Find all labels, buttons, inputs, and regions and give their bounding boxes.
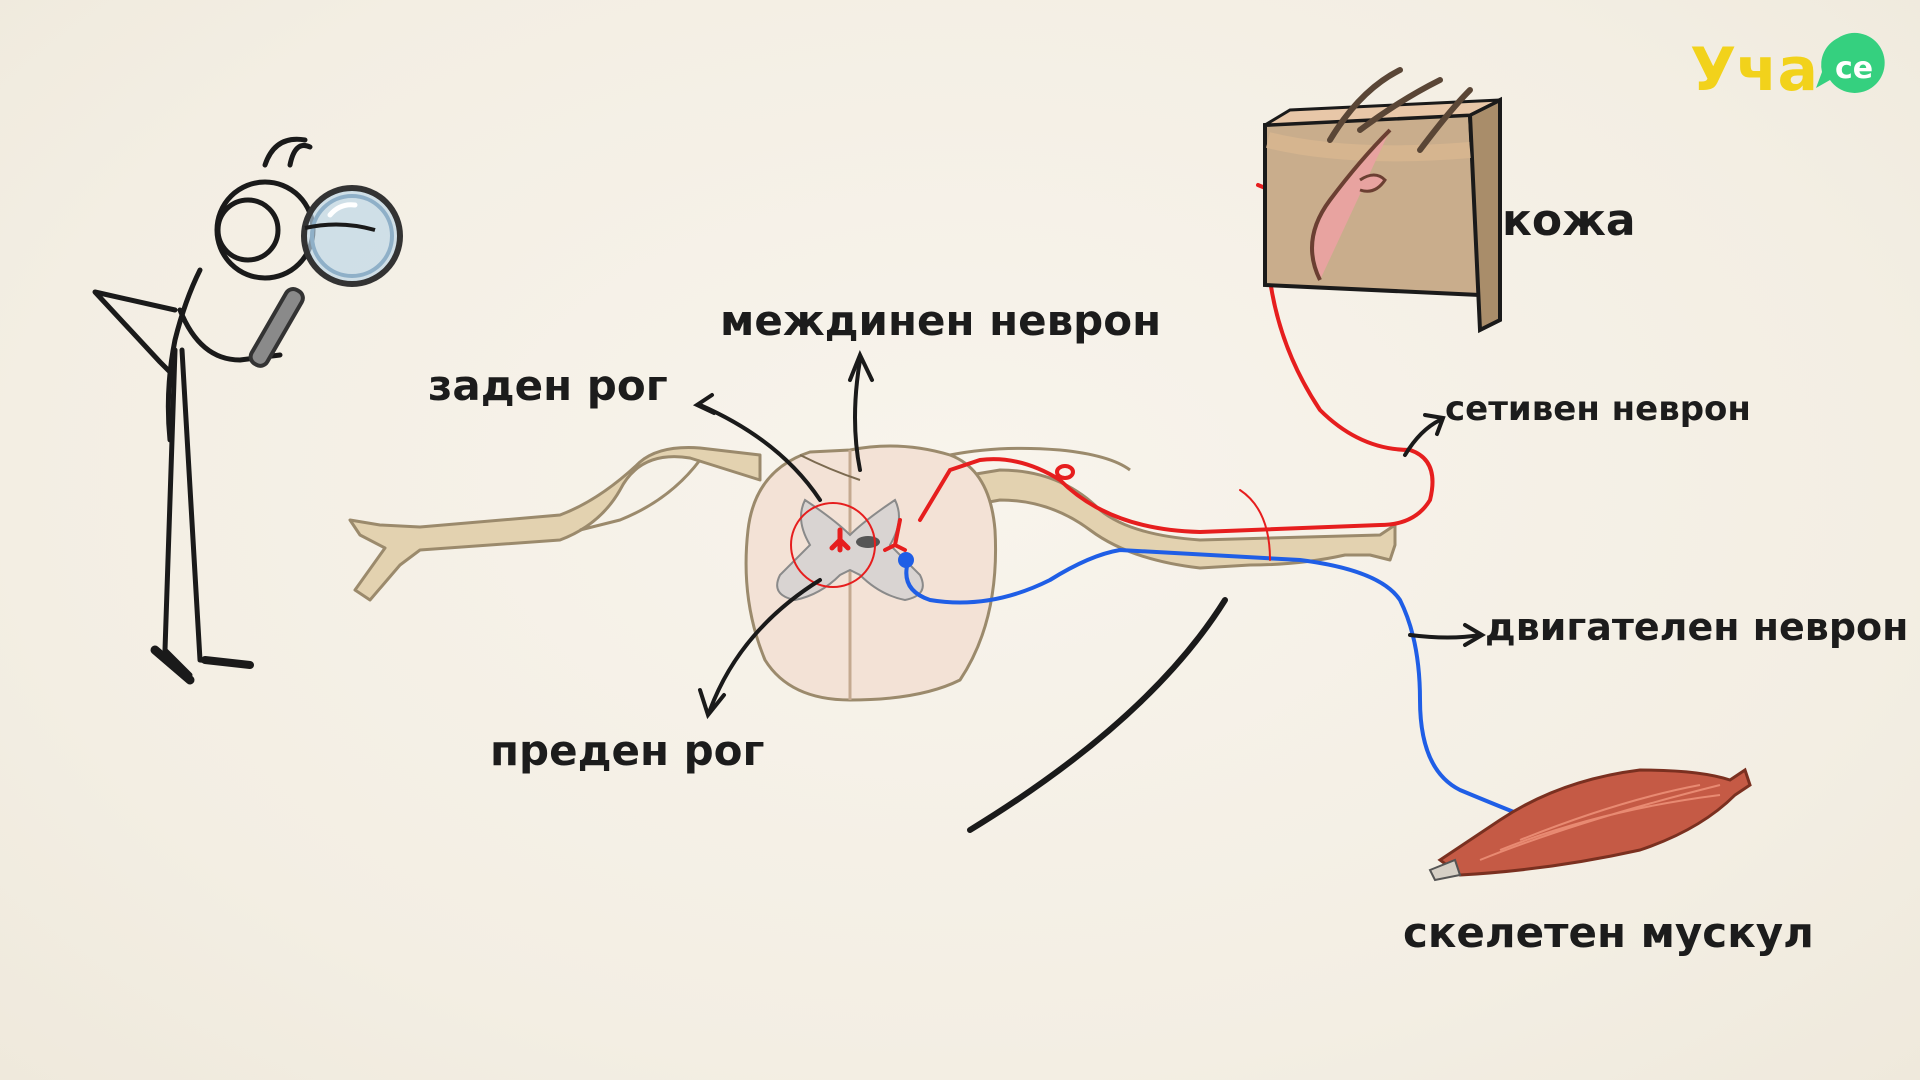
muscle-belly	[1437, 767, 1752, 877]
figure-hair	[262, 136, 313, 168]
muscle-fibers	[1479, 784, 1721, 861]
motor-axon	[904, 547, 1562, 832]
dorsal-horn-label: заден рог	[428, 361, 668, 410]
figure-arm-holding	[177, 307, 283, 363]
ventral-horn-label: преден рог	[490, 726, 764, 775]
figure-arm-on-hip	[92, 289, 178, 375]
left-nerve-branch	[579, 459, 702, 532]
motor-label-arrowhead	[1463, 623, 1486, 647]
red-bracket	[1239, 489, 1271, 561]
interneuron-label: междинен неврон	[720, 296, 1161, 345]
motor-cell-body	[898, 552, 914, 568]
ventral-horn-arrow	[708, 578, 822, 712]
gray-matter-butterfly	[776, 498, 924, 602]
figure-right-leg	[179, 347, 253, 668]
ventral-horn-arrowhead	[698, 688, 726, 720]
sensory-ganglion-cell-body	[1055, 464, 1075, 480]
sensory-label-arrowhead	[1423, 413, 1446, 436]
sensory-neuron-label: сетивен неврон	[1445, 389, 1751, 429]
dorsal-root-upper	[949, 446, 1131, 472]
sensory-axon	[918, 188, 1435, 535]
logo-suffix-text: се	[1835, 51, 1873, 86]
skin-block-illustration	[1263, 67, 1502, 334]
magnifying-glass-icon	[248, 185, 403, 368]
root-fibers	[799, 454, 861, 481]
interneuron-arrow	[853, 358, 862, 472]
logo-main-text: Уча	[1690, 35, 1818, 105]
sensory-label-arrow	[1403, 418, 1442, 457]
motor-label-arrow	[1408, 633, 1482, 640]
skin-label: кожа	[1502, 195, 1636, 246]
central-canal	[856, 536, 880, 548]
skeletal-muscle-label: скелетен мускул	[1403, 908, 1814, 957]
logo-speech-bubble-icon	[1816, 32, 1885, 93]
figure-left-foot	[150, 645, 195, 685]
ink-stroke	[967, 597, 1228, 833]
sebaceous-gland	[1359, 173, 1387, 193]
interneuron-arrowhead	[848, 350, 874, 382]
figure-glasses-left	[215, 197, 281, 263]
figure-neck	[165, 267, 203, 443]
motor-neuron-label: двигателен неврон	[1485, 605, 1908, 649]
dorsal-horn-arrowhead	[692, 393, 716, 415]
left-spinal-nerve	[348, 446, 762, 602]
muscle-tendon-left	[1428, 858, 1462, 882]
spinal-cord-cross-section	[744, 444, 998, 702]
figure-right-foot	[201, 656, 254, 669]
ucha-se-logo: Уча се	[1690, 32, 1885, 105]
highlight-circle	[790, 502, 876, 588]
figure-head	[214, 179, 316, 281]
hairs	[1327, 67, 1473, 153]
motor-neuron-path	[898, 547, 1582, 852]
annotation-arrows	[692, 350, 1486, 833]
dorsal-horn-arrow	[698, 403, 822, 502]
stick-figure-scientist	[92, 136, 316, 685]
interneuron-body	[829, 527, 851, 553]
epidermis-layer	[1266, 132, 1471, 162]
skeletal-muscle-illustration	[1428, 767, 1752, 882]
hair-follicle	[1310, 128, 1392, 281]
figure-left-leg	[162, 347, 193, 678]
sensory-terminal	[883, 518, 907, 552]
